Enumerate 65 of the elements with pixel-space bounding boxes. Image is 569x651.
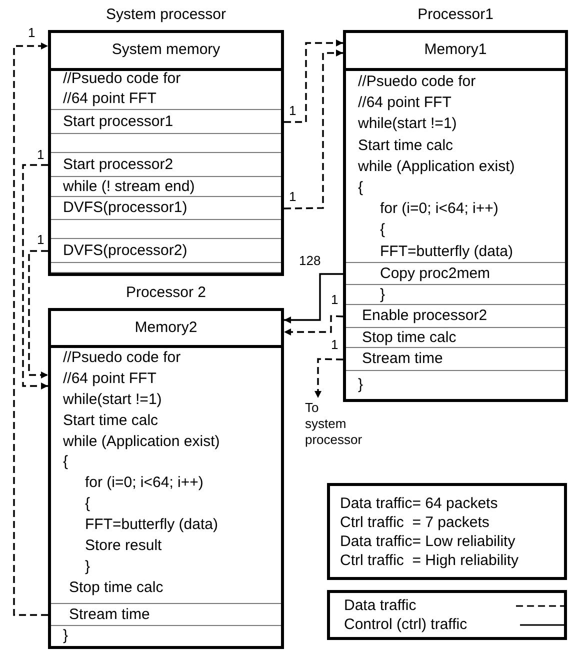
code-row: Enable processor2	[346, 305, 565, 328]
code-row: }	[51, 626, 281, 646]
dashed-arrow	[314, 358, 344, 398]
code-row: while (! stream end)	[51, 177, 281, 197]
code-line: //Psuedo code for	[63, 348, 181, 368]
code-line: {	[63, 452, 68, 472]
code-row: Stream time	[346, 348, 565, 371]
code-row: //Psuedo code for //64 point FFT	[51, 68, 281, 110]
edge-label: 128	[298, 254, 322, 268]
info-line: Ctrl traffic = 7 packets	[340, 512, 490, 532]
dashed-arrow	[13, 42, 48, 616]
dashed-arrow	[284, 50, 343, 210]
code-line: FFT=butterfly (data)	[85, 515, 218, 536]
info-line: Data traffic= Low reliability	[340, 532, 516, 550]
code-line: while (Application exist)	[63, 432, 220, 452]
code-line: FFT=butterfly (data)	[380, 242, 513, 262]
edge-label: 1	[27, 26, 36, 40]
code-line: while(start !=1)	[358, 114, 457, 134]
code-row: DVFS(processor2)	[51, 239, 281, 263]
info-line: Data traffic= 64 packets	[340, 494, 498, 512]
code-row: Stream time	[51, 604, 281, 626]
code-line: //Psuedo code for	[358, 72, 476, 92]
processor-title: System processor	[106, 5, 226, 25]
info-line: Ctrl traffic = High reliability	[340, 550, 519, 570]
destination-text: To system processor	[305, 400, 363, 448]
code-row: }	[346, 285, 565, 305]
code-row: Copy proc2mem	[346, 263, 565, 285]
dashed-arrow	[22, 164, 48, 390]
edge-label: 1	[288, 190, 298, 204]
processor-title: Processor 2	[126, 283, 206, 303]
dashed-arrow	[284, 40, 343, 123]
edge-label: 1	[36, 148, 46, 162]
processor-title: Processor1	[418, 5, 494, 25]
code-line: {	[85, 494, 90, 514]
code-line: Start time calc	[358, 136, 454, 156]
code-line: Stop time calc	[69, 578, 164, 598]
memory-header: Memory1	[346, 33, 565, 71]
code-line: }	[85, 556, 90, 577]
dashed-arrow	[284, 315, 344, 336]
edge-label: 1	[330, 293, 340, 307]
memory-header: System memory	[51, 33, 281, 71]
code-row: Start processor1	[51, 110, 281, 134]
code-line: //64 point FFT	[63, 368, 156, 389]
code-line: for (i=0; i<64; i++)	[85, 473, 204, 494]
code-line: Store result	[85, 536, 162, 556]
legend-text: Data traffic	[344, 596, 416, 615]
code-line: while(start !=1)	[63, 390, 162, 410]
code-line: for (i=0; i<64; i++)	[380, 199, 498, 220]
memory-header: Memory2	[51, 311, 281, 348]
dashed-arrow	[28, 250, 48, 378]
code-line: {	[380, 220, 386, 240]
code-row: DVFS(processor1)	[51, 197, 281, 220]
code-line: {	[358, 178, 364, 198]
edge-label: 1	[330, 338, 340, 352]
code-line: //64 point FFT	[358, 93, 452, 114]
legend-text: Control (ctrl) traffic	[344, 615, 468, 634]
info-box	[327, 483, 567, 580]
edge-label: 1	[288, 104, 298, 118]
code-row: Start processor2	[51, 153, 281, 177]
arrow	[284, 273, 343, 324]
code-row: }	[346, 371, 565, 399]
code-line: Start time calc	[63, 410, 158, 431]
code-row: Stop time calc	[346, 328, 565, 348]
edge-label: 1	[36, 233, 46, 247]
code-line: while (Application exist)	[358, 156, 515, 177]
